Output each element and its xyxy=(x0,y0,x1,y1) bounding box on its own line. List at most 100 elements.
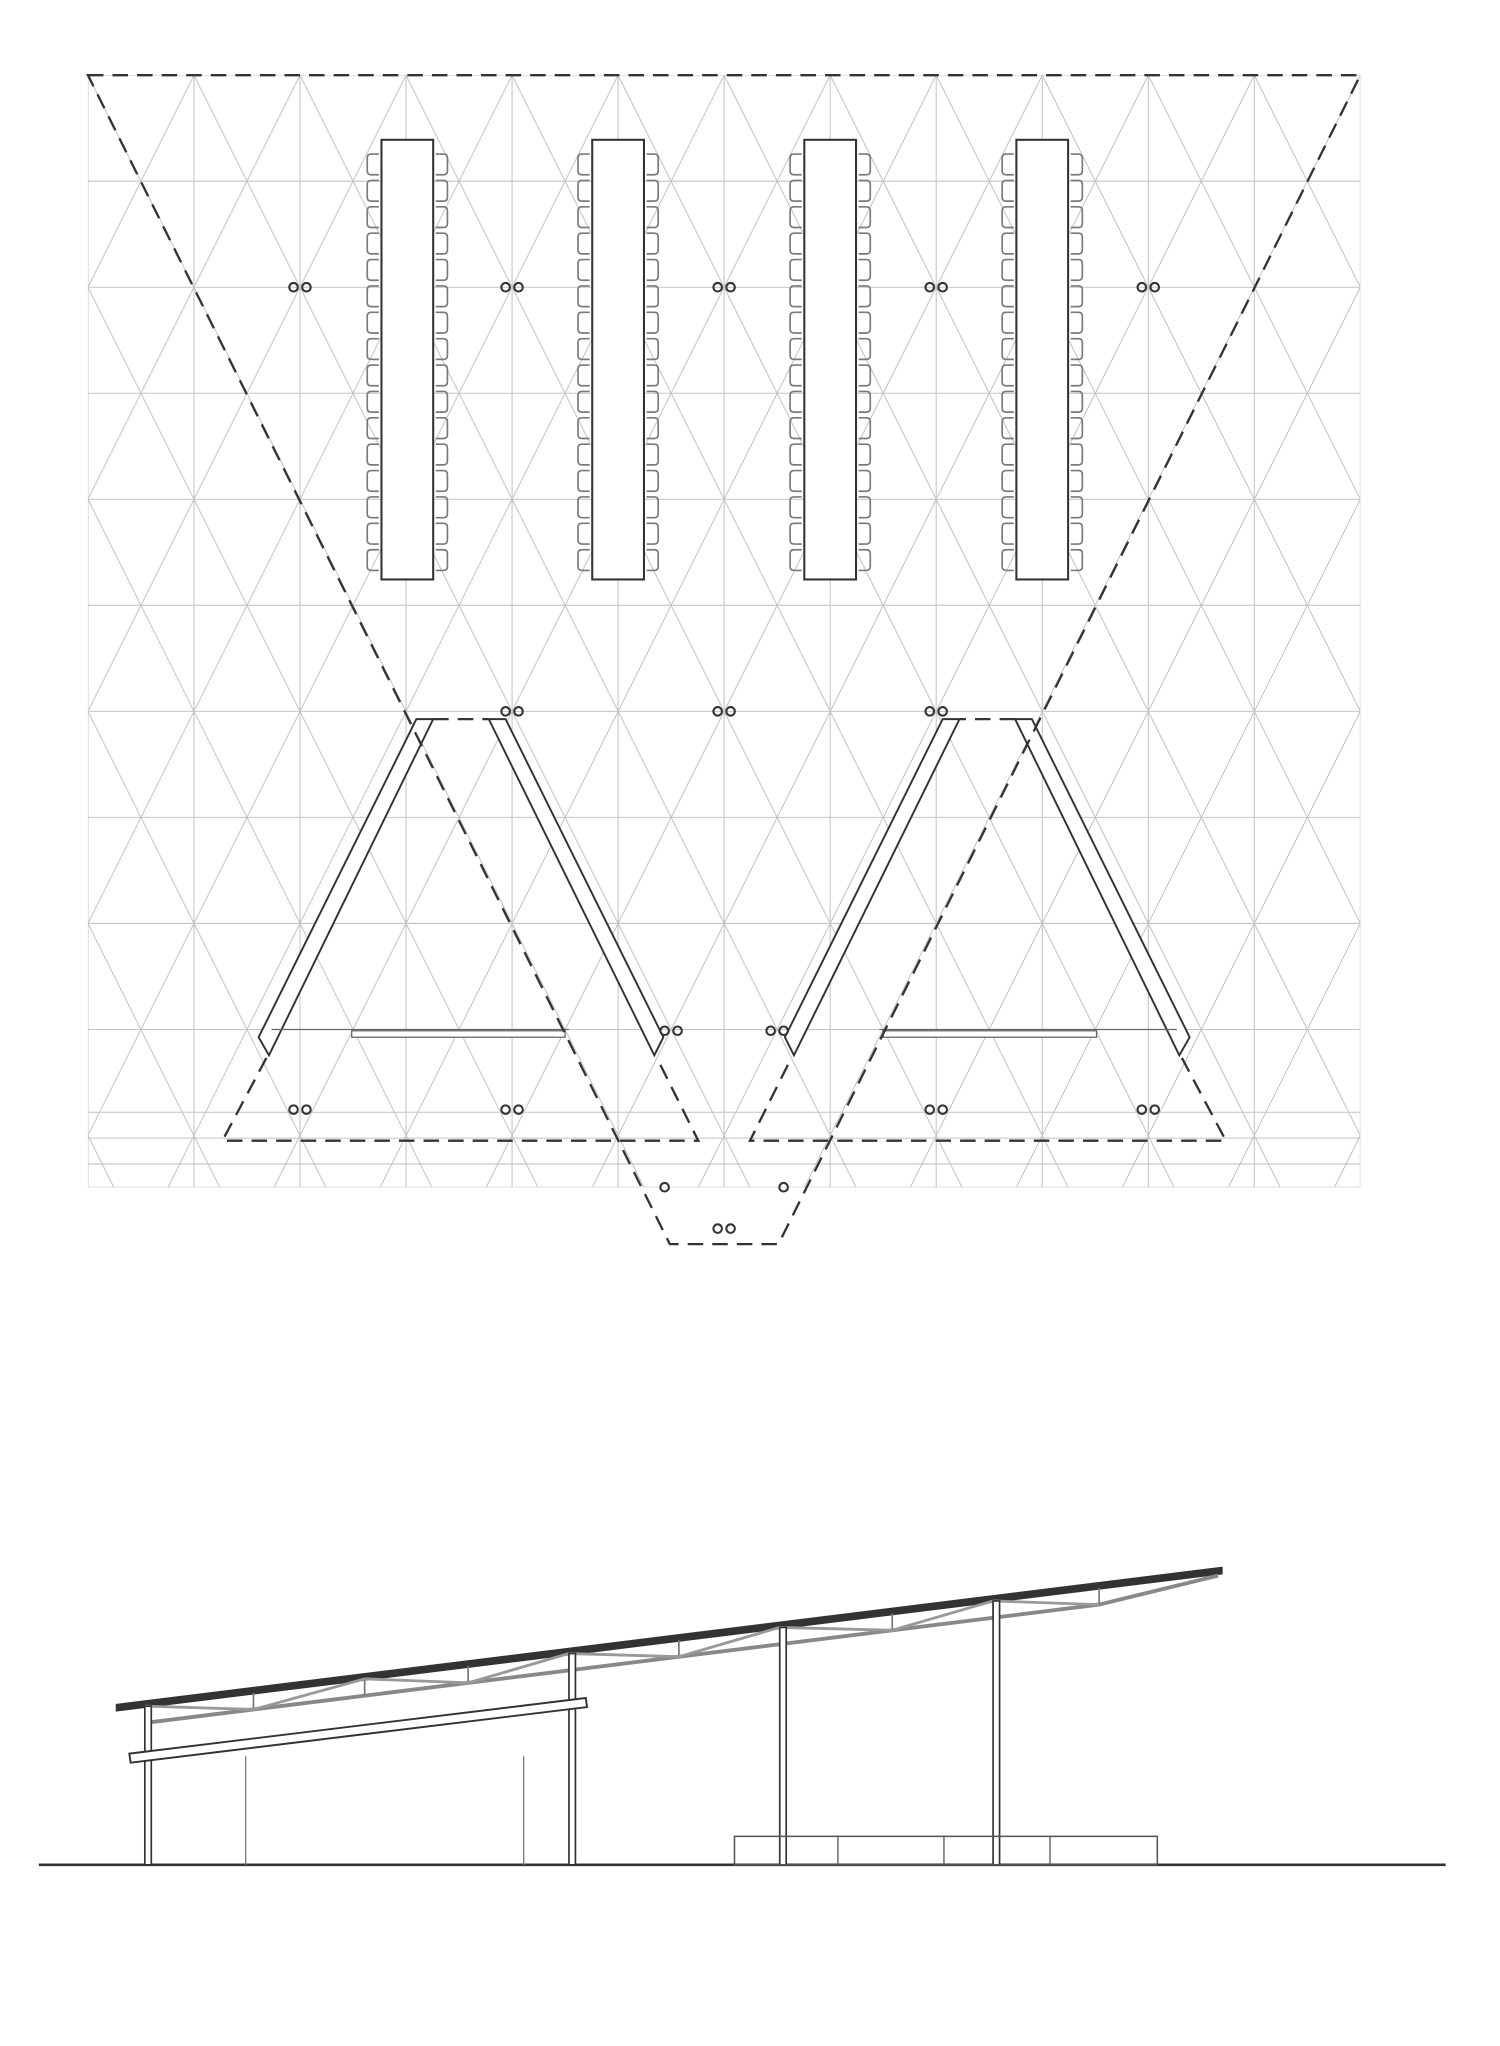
elevation-view xyxy=(38,1566,1446,1867)
chair xyxy=(1070,311,1084,334)
bench xyxy=(882,1030,1098,1038)
chair xyxy=(577,443,590,466)
chair xyxy=(435,179,449,202)
column-icon xyxy=(659,1181,670,1193)
grid-diagonal xyxy=(1441,75,1500,1187)
chair xyxy=(646,548,660,572)
column-icon xyxy=(513,281,524,293)
chair xyxy=(1070,258,1084,282)
chair xyxy=(789,416,802,440)
chair xyxy=(577,179,590,202)
chair xyxy=(435,443,449,466)
column-icon xyxy=(778,1181,789,1193)
chair xyxy=(646,311,660,334)
chair xyxy=(435,469,449,493)
pavilion-roof-outline xyxy=(220,1057,701,1142)
chair xyxy=(646,258,660,282)
column-icon xyxy=(712,1223,723,1234)
column-icon xyxy=(725,706,736,717)
table xyxy=(803,138,858,581)
chair xyxy=(577,469,590,493)
floor-plan xyxy=(86,73,1500,1246)
column-icon xyxy=(937,706,948,717)
chair xyxy=(646,416,660,440)
truss-diagonal xyxy=(467,1652,570,1685)
truss-diagonal xyxy=(568,1652,679,1659)
column-icon xyxy=(712,281,723,293)
truss-diagonal xyxy=(779,1625,893,1632)
column xyxy=(992,1600,1001,1866)
grid-diagonal xyxy=(909,286,1361,1188)
chair xyxy=(1070,469,1084,493)
chair xyxy=(1070,232,1084,255)
chair xyxy=(1070,153,1084,176)
chair xyxy=(858,205,872,229)
column-icon xyxy=(765,1025,776,1037)
chair xyxy=(858,311,872,334)
column-icon xyxy=(924,281,936,293)
table-group xyxy=(789,138,872,581)
grid-diagonal xyxy=(273,75,831,1188)
column-markers xyxy=(288,281,1161,1234)
chair xyxy=(1070,285,1084,308)
chair xyxy=(789,205,802,229)
chair xyxy=(366,153,379,176)
column-icon xyxy=(725,1223,736,1234)
chair xyxy=(858,258,872,282)
chair xyxy=(435,232,449,255)
chair xyxy=(858,153,872,176)
chair xyxy=(366,258,379,282)
pavilion xyxy=(748,717,1228,1142)
chair xyxy=(577,285,590,308)
column-icon xyxy=(937,1104,948,1115)
grid-diagonal xyxy=(1227,922,1361,1188)
roof-outline xyxy=(86,73,1363,1246)
column-icon xyxy=(500,281,511,293)
chair xyxy=(366,443,379,466)
chair xyxy=(366,337,379,361)
chair xyxy=(646,205,660,229)
grid-diagonal xyxy=(1359,75,1361,77)
chair xyxy=(435,416,449,440)
chair xyxy=(577,258,590,282)
column xyxy=(143,1705,153,1866)
roof-slab xyxy=(115,1566,1223,1712)
chair xyxy=(646,364,660,387)
chair xyxy=(646,285,660,308)
truss-diagonal xyxy=(253,1677,366,1711)
chair xyxy=(646,232,660,255)
chair xyxy=(1070,443,1084,466)
chair xyxy=(366,311,379,334)
chair xyxy=(1070,416,1084,440)
chair xyxy=(646,179,660,202)
grid-diagonal xyxy=(87,1134,115,1188)
chair xyxy=(577,232,590,255)
pavilion xyxy=(220,717,701,1142)
chair xyxy=(646,522,660,545)
chair xyxy=(577,390,590,413)
grid-diagonal xyxy=(1466,75,1500,1187)
column-icon xyxy=(924,706,936,717)
column-icon xyxy=(672,1025,683,1037)
chair xyxy=(858,364,872,387)
chair xyxy=(1001,496,1014,519)
chair xyxy=(789,548,802,572)
chair xyxy=(646,469,660,493)
chair xyxy=(646,443,660,466)
chair xyxy=(577,496,590,519)
column-icon xyxy=(301,1104,312,1115)
chair xyxy=(858,416,872,440)
chair xyxy=(1001,179,1014,202)
column-icon xyxy=(500,706,511,717)
chair xyxy=(366,179,379,202)
chair xyxy=(1070,337,1084,361)
table xyxy=(591,138,645,581)
chair xyxy=(858,232,872,255)
chair xyxy=(435,205,449,229)
chair xyxy=(858,390,872,413)
table-group xyxy=(1001,138,1084,581)
chair xyxy=(1070,548,1084,572)
grid-diagonal xyxy=(1334,1134,1361,1188)
triangular-grid xyxy=(87,75,1500,1188)
